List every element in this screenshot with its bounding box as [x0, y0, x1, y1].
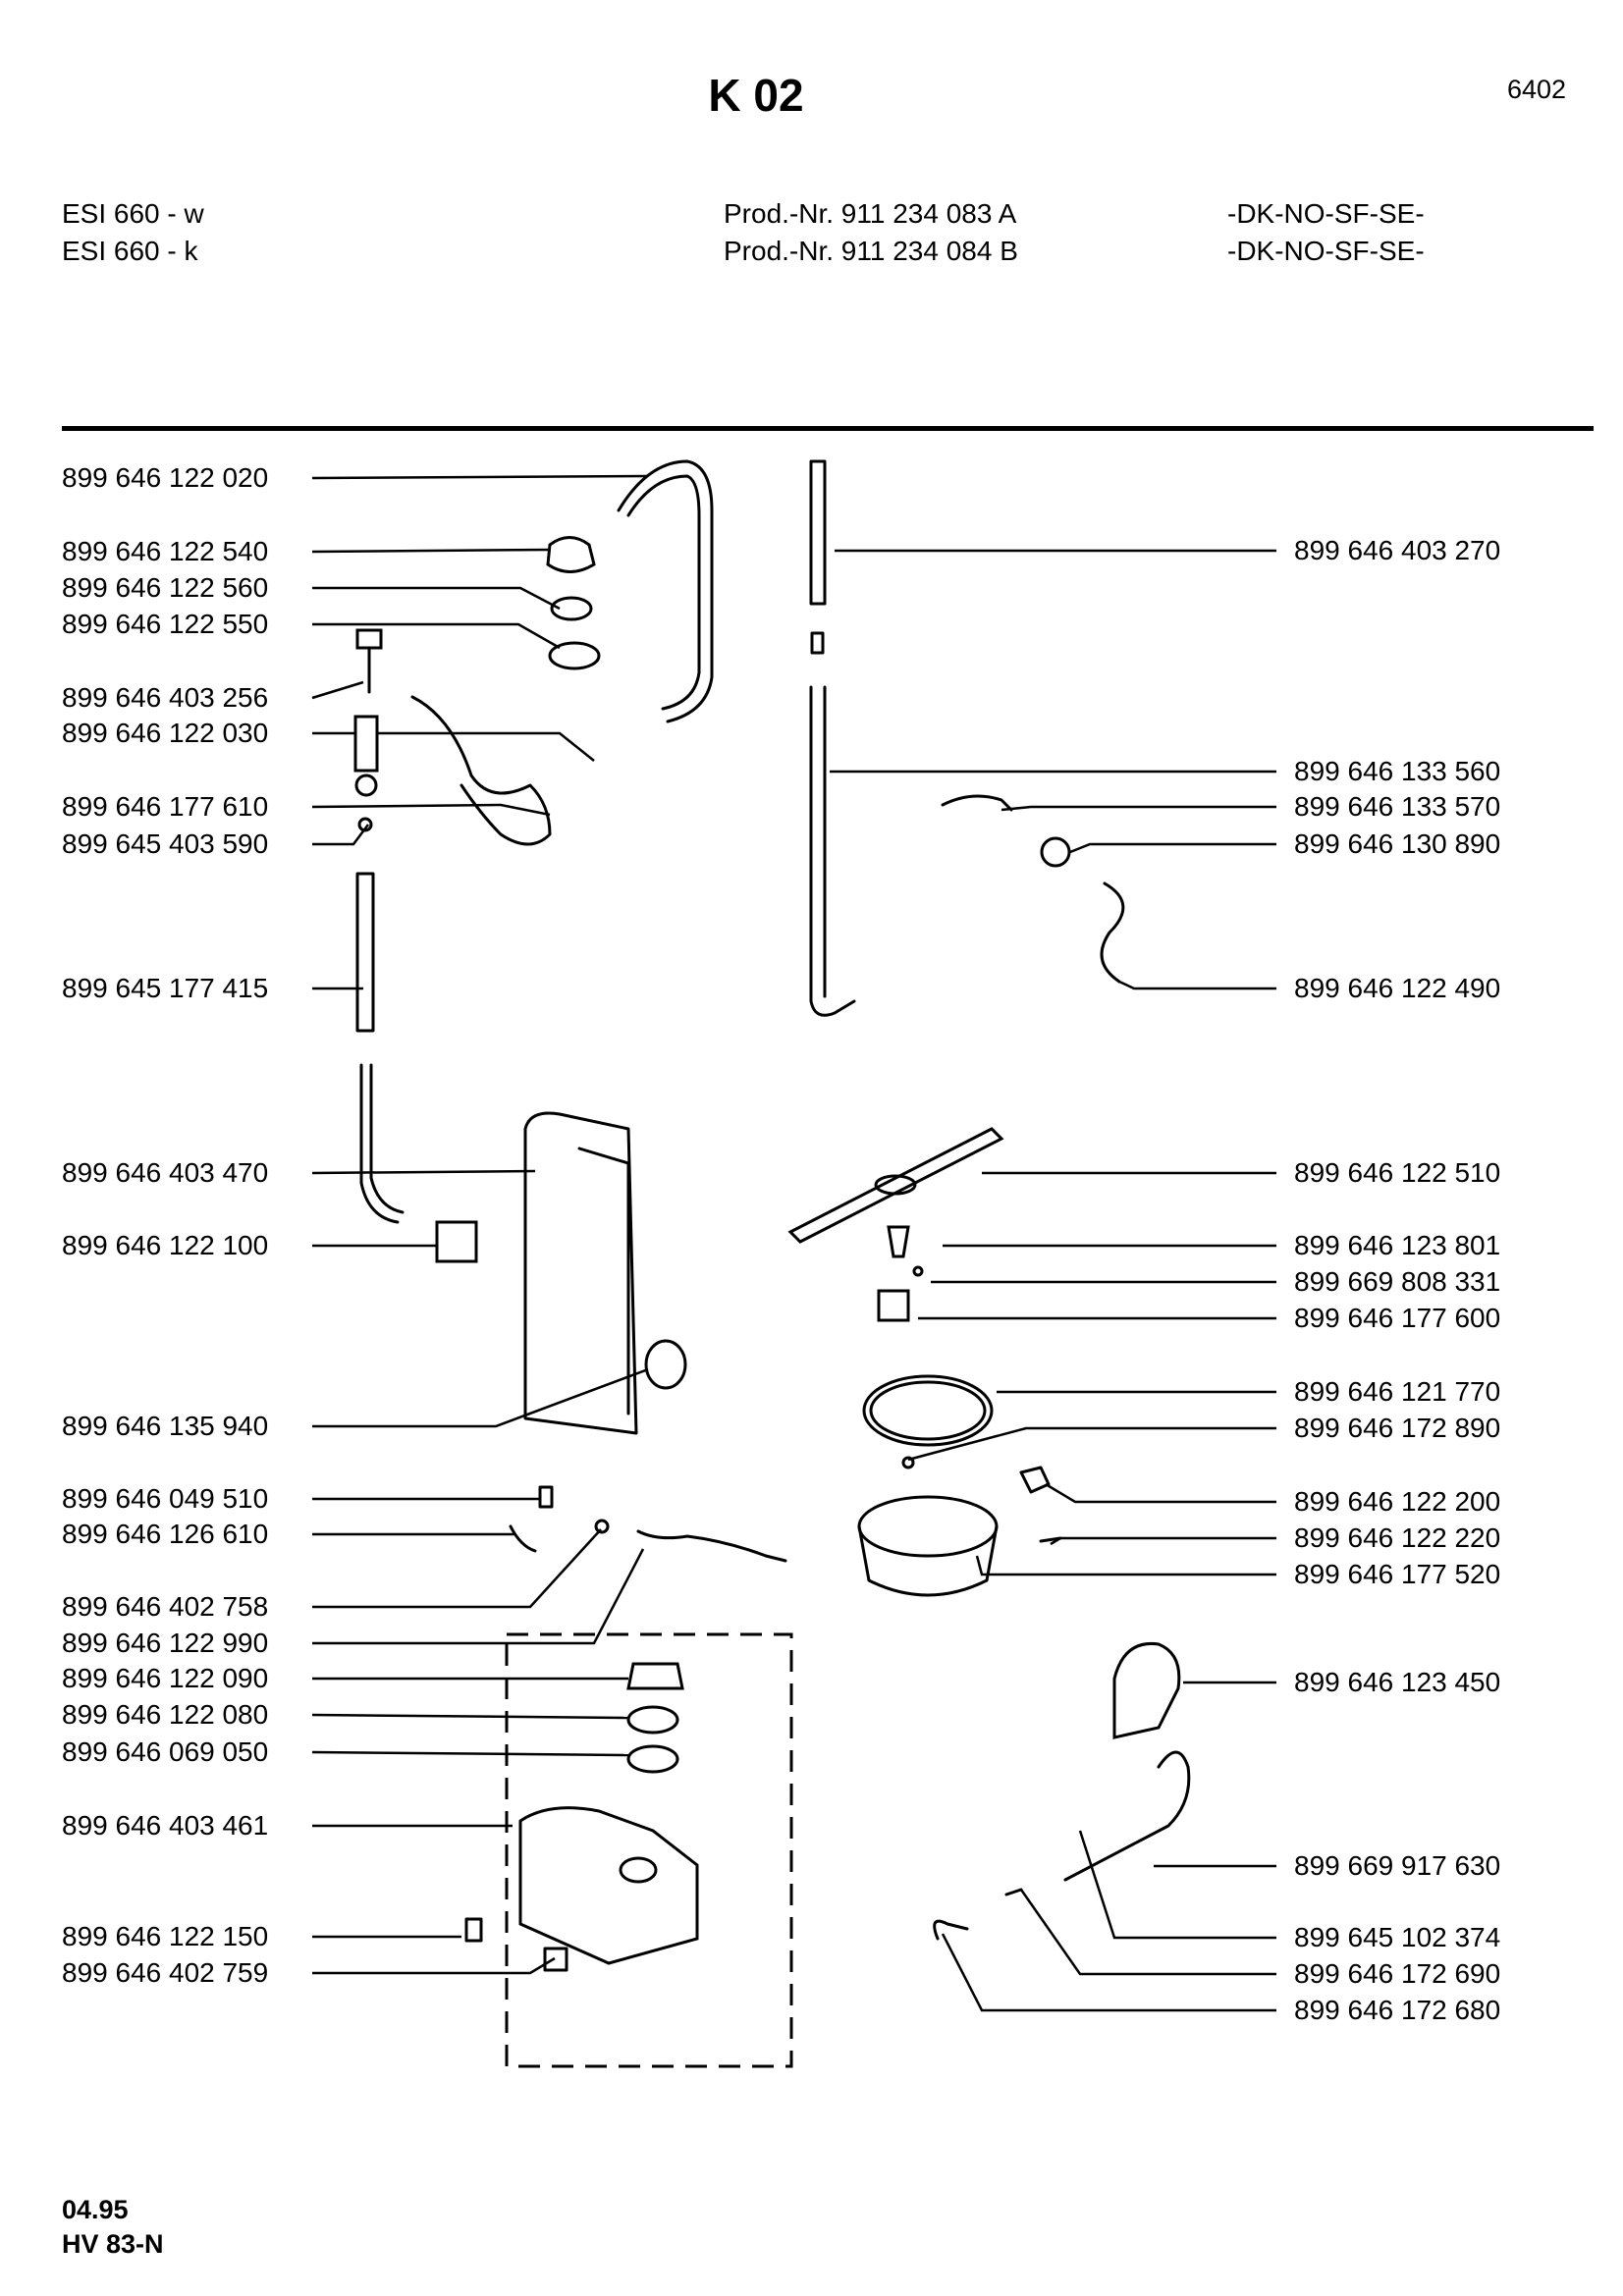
- plug-part: [1019, 1466, 1051, 1494]
- valve-part: [1040, 836, 1071, 868]
- country-codes: -DK-NO-SF-SE-: [1227, 198, 1425, 229]
- page-number: 6402: [1507, 75, 1567, 104]
- hose-part: [941, 794, 1013, 812]
- part-number-label: 899 646 122 990: [62, 1628, 269, 1658]
- spray-arm-part: [787, 1127, 1004, 1244]
- ring-part: [626, 1705, 679, 1735]
- hose-part: [617, 459, 714, 723]
- part-number-label: 899 645 102 374: [1294, 1922, 1501, 1952]
- part-number-label: 899 646 172 680: [1294, 1995, 1501, 2025]
- pipe-part: [809, 685, 856, 1017]
- dashed-group-box: [505, 1632, 793, 2068]
- part-number-label: 899 646 135 940: [62, 1411, 269, 1441]
- part-number-label: 899 646 121 770: [1294, 1376, 1501, 1407]
- header-divider: [62, 426, 1594, 431]
- part-number-label: 899 646 126 610: [62, 1519, 269, 1549]
- nut-part: [546, 536, 596, 573]
- leader-lines-left: [311, 474, 649, 1975]
- pipe-part: [410, 695, 552, 846]
- tube-part: [809, 459, 827, 606]
- valve-part: [877, 1289, 910, 1322]
- ring-part: [626, 1744, 679, 1774]
- part-number-label: 899 646 133 570: [1294, 791, 1501, 822]
- ring-part: [548, 641, 601, 670]
- part-number-label: 899 646 122 200: [1294, 1486, 1501, 1517]
- footer-code: HV 83-N: [62, 2229, 164, 2259]
- fitting-part: [353, 715, 379, 773]
- part-number-label: 899 646 177 520: [1294, 1559, 1501, 1589]
- part-number-label: 899 646 123 450: [1294, 1667, 1501, 1697]
- valve-part: [355, 628, 383, 650]
- part-number-label: 899 646 177 600: [1294, 1303, 1501, 1333]
- hose-part: [626, 474, 701, 711]
- model-name: ESI 660 - k: [62, 236, 198, 266]
- part-number-label: 899 646 122 080: [62, 1699, 269, 1730]
- part-number-label: 899 646 172 690: [1294, 1958, 1501, 1989]
- ring-part: [550, 596, 593, 621]
- part-number-label: 899 669 917 630: [1294, 1850, 1501, 1881]
- pin-part: [933, 1919, 969, 1941]
- hose-part: [1100, 881, 1125, 984]
- leader-lines-right: [830, 549, 1276, 2012]
- tube-part: [355, 872, 375, 1033]
- part-number-label: 899 646 133 560: [1294, 756, 1501, 786]
- connector-part: [543, 1947, 568, 1972]
- hose-part: [359, 1063, 400, 1224]
- part-number-label: 899 646 122 540: [62, 536, 269, 566]
- part-number-label: 899 646 130 890: [1294, 828, 1501, 859]
- part-number-label: 899 646 402 759: [62, 1957, 269, 1988]
- part-number-label: 899 646 069 050: [62, 1736, 269, 1767]
- part-number-label: 899 669 808 331: [1294, 1266, 1501, 1297]
- part-number-label: 899 646 403 256: [62, 682, 269, 713]
- gasket-part: [862, 1374, 994, 1447]
- part-number-label: 899 646 122 150: [62, 1921, 269, 1951]
- part-number-label: 899 646 177 610: [62, 791, 269, 822]
- product-number: Prod.-Nr. 911 234 083 A: [724, 198, 1017, 229]
- plug-part: [810, 631, 825, 655]
- cap-part: [626, 1662, 684, 1690]
- clip-part: [509, 1524, 537, 1553]
- sump-part: [857, 1495, 999, 1558]
- plug-part: [464, 1917, 483, 1943]
- part-number-label: 899 646 172 890: [1294, 1413, 1501, 1443]
- footer-date: 04.95: [62, 2195, 129, 2224]
- bracket-part: [1112, 1641, 1181, 1739]
- part-number-label: 899 646 123 801: [1294, 1230, 1501, 1260]
- nozzle-part: [887, 1225, 910, 1258]
- hose-part: [636, 1529, 787, 1563]
- part-number-label: 899 646 122 090: [62, 1663, 269, 1693]
- part-number-label: 899 646 122 030: [62, 718, 269, 748]
- part-number-label: 899 646 122 510: [1294, 1157, 1501, 1188]
- part-number-label: 899 646 403 270: [1294, 535, 1501, 565]
- valve-part: [435, 1220, 478, 1263]
- part-number-label: 899 646 122 220: [1294, 1522, 1501, 1553]
- product-number: Prod.-Nr. 911 234 084 B: [724, 236, 1018, 266]
- part-number-label: 899 646 122 490: [1294, 973, 1501, 1003]
- page-title: K 02: [708, 70, 804, 121]
- part-number-label: 899 645 177 415: [62, 973, 269, 1003]
- container-part: [518, 1806, 699, 1965]
- part-number-label: 899 646 122 100: [62, 1230, 269, 1260]
- screw-part: [1039, 1536, 1062, 1543]
- plug-part: [538, 1485, 554, 1509]
- part-number-label: 899 645 403 590: [62, 828, 269, 859]
- air-break-part: [523, 1111, 638, 1435]
- model-name: ESI 660 - w: [62, 198, 204, 229]
- part-number-label: 899 646 403 461: [62, 1810, 269, 1841]
- part-number-label: 899 646 403 470: [62, 1157, 269, 1188]
- rail-part: [1063, 1750, 1191, 1882]
- part-number-label: 899 646 049 510: [62, 1483, 269, 1514]
- part-number-label: 899 646 122 560: [62, 572, 269, 603]
- country-codes: -DK-NO-SF-SE-: [1227, 236, 1425, 266]
- part-number-label: 899 646 402 758: [62, 1591, 269, 1622]
- part-number-label: 899 646 122 550: [62, 609, 269, 639]
- part-number-label: 899 646 122 020: [62, 462, 269, 493]
